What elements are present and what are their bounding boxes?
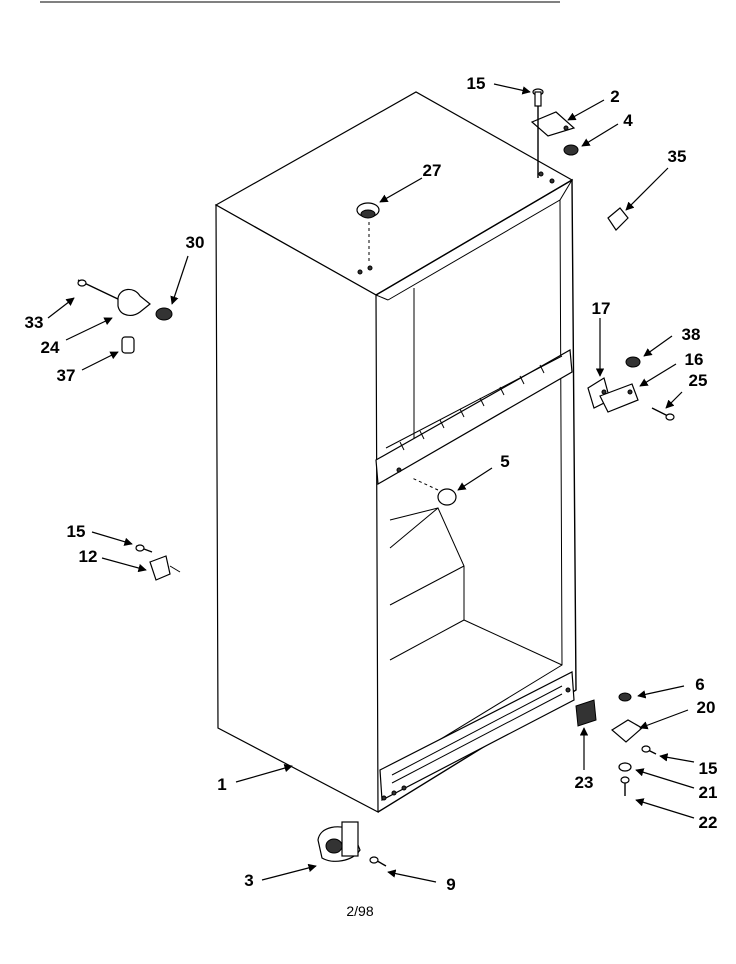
callout-4: 4 — [623, 111, 633, 130]
callout-5: 5 — [500, 452, 509, 471]
hinge-washer — [563, 144, 579, 156]
cabinet-body — [214, 91, 577, 813]
left-handle-mount — [77, 279, 173, 354]
callout-33: 33 — [25, 313, 44, 332]
callout-15-bottom: 15 — [699, 759, 718, 778]
date-code: 2/98 — [346, 903, 373, 919]
callout-21: 21 — [699, 783, 718, 802]
top-hinge — [530, 100, 576, 178]
callout-35: 35 — [668, 147, 687, 166]
callout-15-left: 15 — [67, 522, 86, 541]
callout-15-top: 15 — [467, 74, 486, 93]
callout-23: 23 — [575, 773, 594, 792]
callout-1: 1 — [217, 775, 226, 794]
callout-16: 16 — [685, 350, 704, 369]
leader-lines — [47, 83, 695, 883]
callout-3: 3 — [244, 871, 253, 890]
callout-25: 25 — [689, 371, 708, 390]
callout-22: 22 — [699, 813, 718, 832]
hinge-cap — [607, 207, 629, 231]
callout-12: 12 — [79, 547, 98, 566]
roller-bracket — [317, 821, 387, 867]
callout-20: 20 — [697, 698, 716, 717]
door-stop-bracket — [135, 544, 181, 581]
callout-2: 2 — [610, 87, 619, 106]
callout-17: 17 — [592, 299, 611, 318]
center-hinge — [587, 356, 675, 421]
callout-30: 30 — [186, 233, 205, 252]
top-hinge-screw — [532, 88, 544, 107]
callout-9: 9 — [446, 875, 455, 894]
callout-38: 38 — [682, 325, 701, 344]
callout-6: 6 — [695, 675, 704, 694]
freezer-knob — [411, 477, 457, 506]
callout-24: 24 — [41, 338, 60, 357]
callout-27: 27 — [423, 161, 442, 180]
callout-37: 37 — [57, 366, 76, 385]
callout-labels: 15 2 4 35 27 30 33 24 37 17 38 16 25 5 1… — [25, 74, 718, 894]
top-plug — [356, 202, 380, 262]
